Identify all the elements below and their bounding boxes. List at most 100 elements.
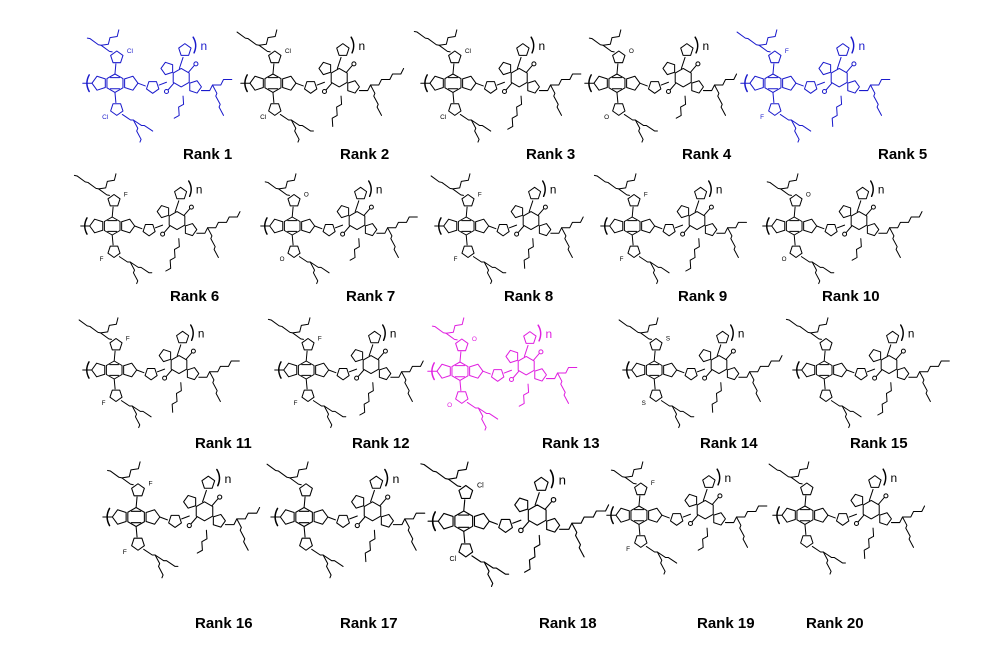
thiophene-ring [609,218,624,234]
carbonyl-oxygen [508,376,515,383]
carbonyl-oxygen [708,204,714,210]
thiophene-ring [156,205,170,219]
benzene-ring [105,360,123,380]
benzene-ring [127,506,145,528]
alkyl-chain [656,551,666,575]
thiophene-ring [648,507,663,523]
alkyl-chain [132,119,142,143]
thiophene-ring [534,368,547,382]
substituent-atom: F [620,256,624,263]
repeat-unit-n: n [224,472,231,486]
substituent-atom: F [294,400,298,407]
alkyl-chain [404,518,417,551]
carbonyl-oxygen [351,61,357,67]
substituent-atom: F [651,480,655,487]
thiophene-ring [691,80,704,94]
alkyl-chain [800,256,835,274]
thiophene-ring [351,494,365,509]
alkyl-chain [556,372,570,404]
rank-label: Rank 15 [850,435,908,452]
thiophene-ring [704,223,718,237]
substituent-atom: F [785,48,789,55]
substituent-atom: F [100,256,104,263]
thiophene-ring [299,483,313,497]
thiophene-ring [91,75,106,91]
acceptor-ring [862,499,880,520]
polymer-structure: FFn [73,173,241,285]
polymer-structure: FFn [593,173,747,285]
thiophene-ring [131,483,145,497]
thiophene-ring [510,205,524,219]
polymer-structure: OOn [427,317,578,431]
alkyl-chain [523,238,534,269]
alkyl-chain [550,216,584,234]
carbonyl-oxygen [163,88,170,95]
substituent-atom: S [666,335,670,342]
alkyl-chain [392,512,426,526]
benzene-ring [785,216,803,236]
alkyl-chain [545,367,578,380]
thiophene-ring [437,512,454,530]
thiophene-ring [694,186,708,200]
thiophene-ring [212,513,226,528]
benzene-ring [645,360,663,380]
thiophene-ring [615,507,630,523]
alkyl-chain [472,256,507,274]
alkyl-chain [211,84,225,116]
alkyl-chain [660,400,695,418]
alkyl-chain [736,31,771,53]
rank-label: Rank 7 [346,288,396,305]
substituent-atom: Cl [465,48,471,55]
thiophene-ring [201,475,216,489]
thiophene-ring [121,218,136,234]
acceptor-ring [688,211,706,231]
polymer-structure: FFn [430,173,584,285]
repeat-unit-n: n [198,328,205,341]
thiophene-ring [110,103,124,116]
carbonyl-oxygen [160,231,166,237]
thiophene-ring [354,186,368,200]
alkyl-chain [877,382,892,416]
thiophene-ring [378,367,392,381]
thiophene-ring [702,475,716,488]
thiophene-ring [866,223,880,237]
alkyl-chain [483,261,493,285]
alkyl-chain [675,95,687,119]
alkyl-chain [298,256,330,274]
alkyl-chain [100,29,120,46]
thiophene-ring [142,223,156,237]
thiophene-ring [649,389,663,402]
alkyl-chain [466,401,499,420]
rank-label: Rank 11 [195,435,252,452]
alkyl-chain [716,221,747,234]
thiophene-ring [107,194,121,207]
alkyl-chain [602,29,622,46]
alkyl-chain [78,319,112,340]
alkyl-chain [790,119,800,143]
thiophene-ring [183,494,197,509]
right-bracket [187,180,192,198]
acceptor-ring [830,67,848,88]
thiophene-ring [461,194,475,207]
acceptor-ring [168,211,186,231]
substituent-atom: F [102,400,106,407]
right-bracket [850,36,855,54]
thiophene-ring [107,245,121,258]
substituent-atom: Cl [477,482,484,490]
thiophene-ring [648,81,662,94]
carbonyl-oxygen [900,348,906,354]
thiophene-ring [336,43,350,56]
substituent-atom: O [782,256,787,263]
alkyl-chain [588,37,615,53]
carbonyl-oxygen [687,520,694,527]
repeat-unit-n: n [878,184,885,197]
thiophene-ring [174,186,188,200]
alkyl-chain [645,545,678,564]
acceptor-ring [710,355,728,375]
alkyl-chain [98,173,117,190]
substituent-atom: O [472,336,477,343]
thiophene-ring [856,186,870,200]
alkyl-chain [766,181,792,196]
carbonyl-oxygen [842,231,848,237]
acceptor-ring [363,501,382,522]
